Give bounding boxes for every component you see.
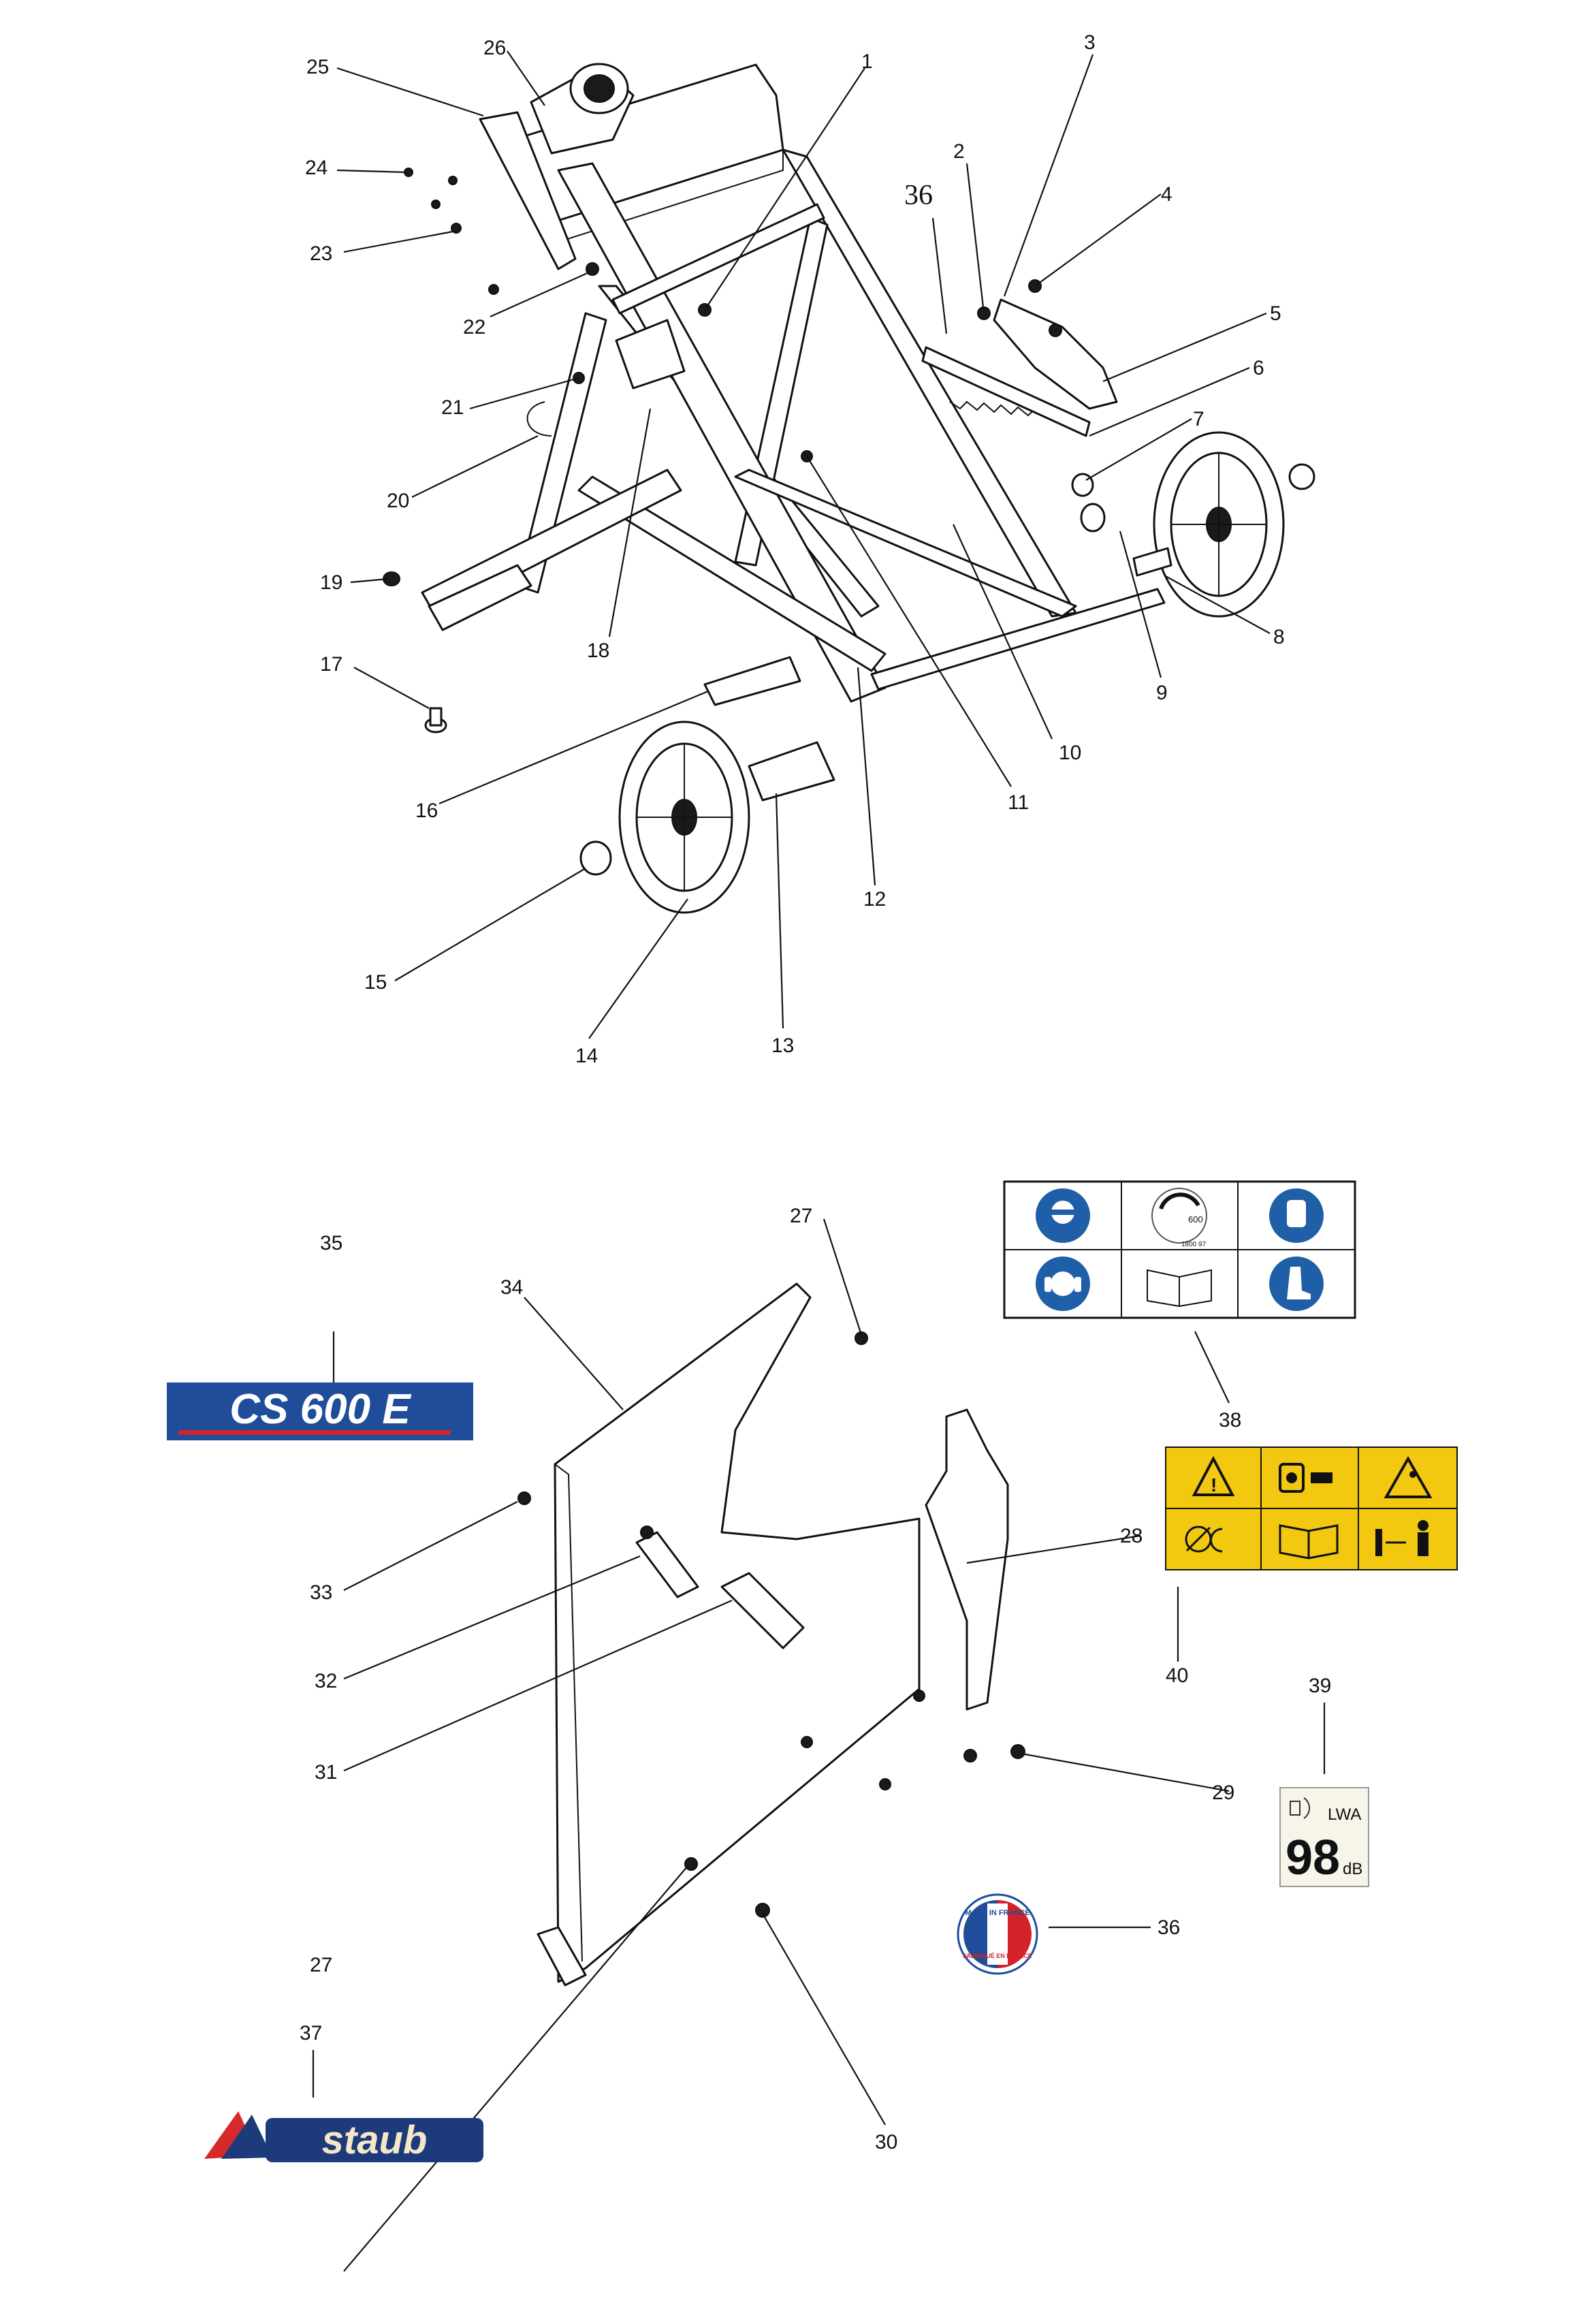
speed-ref: 1800 97 <box>1181 1241 1207 1248</box>
callout-38: 37 <box>300 2022 322 2044</box>
callout-27-top: 27 <box>790 1205 812 1227</box>
motor-part <box>530 63 635 155</box>
callout-12: 12 <box>863 888 886 911</box>
callout-6: 6 <box>1253 357 1264 379</box>
callout-40: 39 <box>1309 1675 1331 1697</box>
callout-20: 20 <box>387 490 409 512</box>
noise-level-label: LWA 98 dB <box>1279 1787 1369 1887</box>
callout-24: 24 <box>305 157 328 179</box>
wheel-front-part <box>618 721 750 914</box>
callout-39: 38 <box>1219 1409 1241 1432</box>
max-speed-icon: 600 1800 97 <box>1151 1188 1207 1248</box>
callout-29: 29 <box>1212 1782 1234 1804</box>
safety-pictograms-label: 600 1800 97 <box>1003 1180 1356 1319</box>
callout-9: 9 <box>1156 682 1168 704</box>
callout-10: 10 <box>1059 742 1081 764</box>
distance-icon <box>1375 1520 1429 1556</box>
callout-18: 18 <box>587 639 609 662</box>
callout-35: 35 <box>320 1232 342 1254</box>
callout-22: 22 <box>463 316 485 338</box>
no-dust-icon <box>1185 1526 1223 1553</box>
callout-32: 32 <box>315 1670 337 1692</box>
callout-34: 34 <box>500 1276 523 1299</box>
falling-hazard-icon <box>1384 1455 1433 1498</box>
callout-26: 26 <box>483 37 506 59</box>
callout-27-bottom: 27 <box>310 1954 332 1976</box>
noise-unit: LWA <box>1328 1805 1361 1824</box>
warning-icon: ! <box>1192 1455 1235 1496</box>
callout-4: 4 <box>1161 183 1172 206</box>
wheel-rear-part <box>1153 431 1285 618</box>
callout-31: 31 <box>315 1761 337 1784</box>
callout-1: 1 <box>861 50 873 73</box>
callout-2: 2 <box>953 140 965 163</box>
callout-16: 16 <box>415 800 438 822</box>
callout-30: 30 <box>875 2131 897 2153</box>
callout-3: 3 <box>1084 31 1096 54</box>
speed-label: 600 <box>1188 1214 1203 1224</box>
gloves-icon <box>1269 1188 1324 1243</box>
stand-assembly <box>383 63 1315 914</box>
warning-label: ! <box>1165 1447 1458 1570</box>
made-in-france-bottom: FABRIQUÉ EN FRANCE <box>963 1953 1032 1959</box>
noise-value: 98 <box>1286 1831 1340 1885</box>
callout-36: 36 <box>1158 1916 1180 1939</box>
brand-name: staub <box>322 2118 428 2162</box>
callout-19: 19 <box>320 571 342 594</box>
speaker-icon <box>1290 1797 1310 1819</box>
svg-text:!: ! <box>1211 1474 1217 1496</box>
side-panel-assembly <box>517 1282 1025 1987</box>
callout-8: 8 <box>1273 626 1285 648</box>
unplug-icon <box>1279 1463 1332 1493</box>
made-in-france-badge: MADE IN FRANCE FABRIQUÉ EN FRANCE <box>957 1893 1038 1975</box>
ear-protection-icon <box>1036 1256 1090 1311</box>
callout-37: 36 <box>904 180 933 211</box>
callout-14: 14 <box>575 1045 598 1067</box>
callout-25: 25 <box>306 56 329 78</box>
callout-5: 5 <box>1270 302 1281 325</box>
callout-23: 23 <box>310 242 332 265</box>
callout-21: 21 <box>441 396 464 419</box>
callout-28: 28 <box>1120 1525 1143 1547</box>
leader-lines <box>312 50 1326 2272</box>
callout-numbers: 1 2 3 4 5 6 7 8 9 10 11 12 13 14 15 16 1… <box>300 31 1331 2153</box>
made-in-france-top: MADE IN FRANCE <box>965 1909 1030 1917</box>
callout-41: 40 <box>1166 1664 1188 1687</box>
callout-33: 33 <box>310 1581 332 1604</box>
model-label: CS 600 E <box>167 1382 473 1440</box>
callout-17: 17 <box>320 653 342 676</box>
callout-11: 11 <box>1008 791 1029 814</box>
callout-7: 7 <box>1193 408 1204 430</box>
callout-13: 13 <box>771 1034 794 1057</box>
callout-15: 15 <box>364 971 387 994</box>
manual-icon <box>1147 1269 1212 1308</box>
eye-protection-icon <box>1036 1188 1090 1243</box>
manual-warning-icon <box>1279 1524 1339 1560</box>
boots-icon <box>1269 1256 1324 1311</box>
model-name: CS 600 E <box>229 1386 411 1433</box>
noise-db: dB <box>1343 1860 1362 1878</box>
staub-logo: staub <box>204 2111 483 2162</box>
